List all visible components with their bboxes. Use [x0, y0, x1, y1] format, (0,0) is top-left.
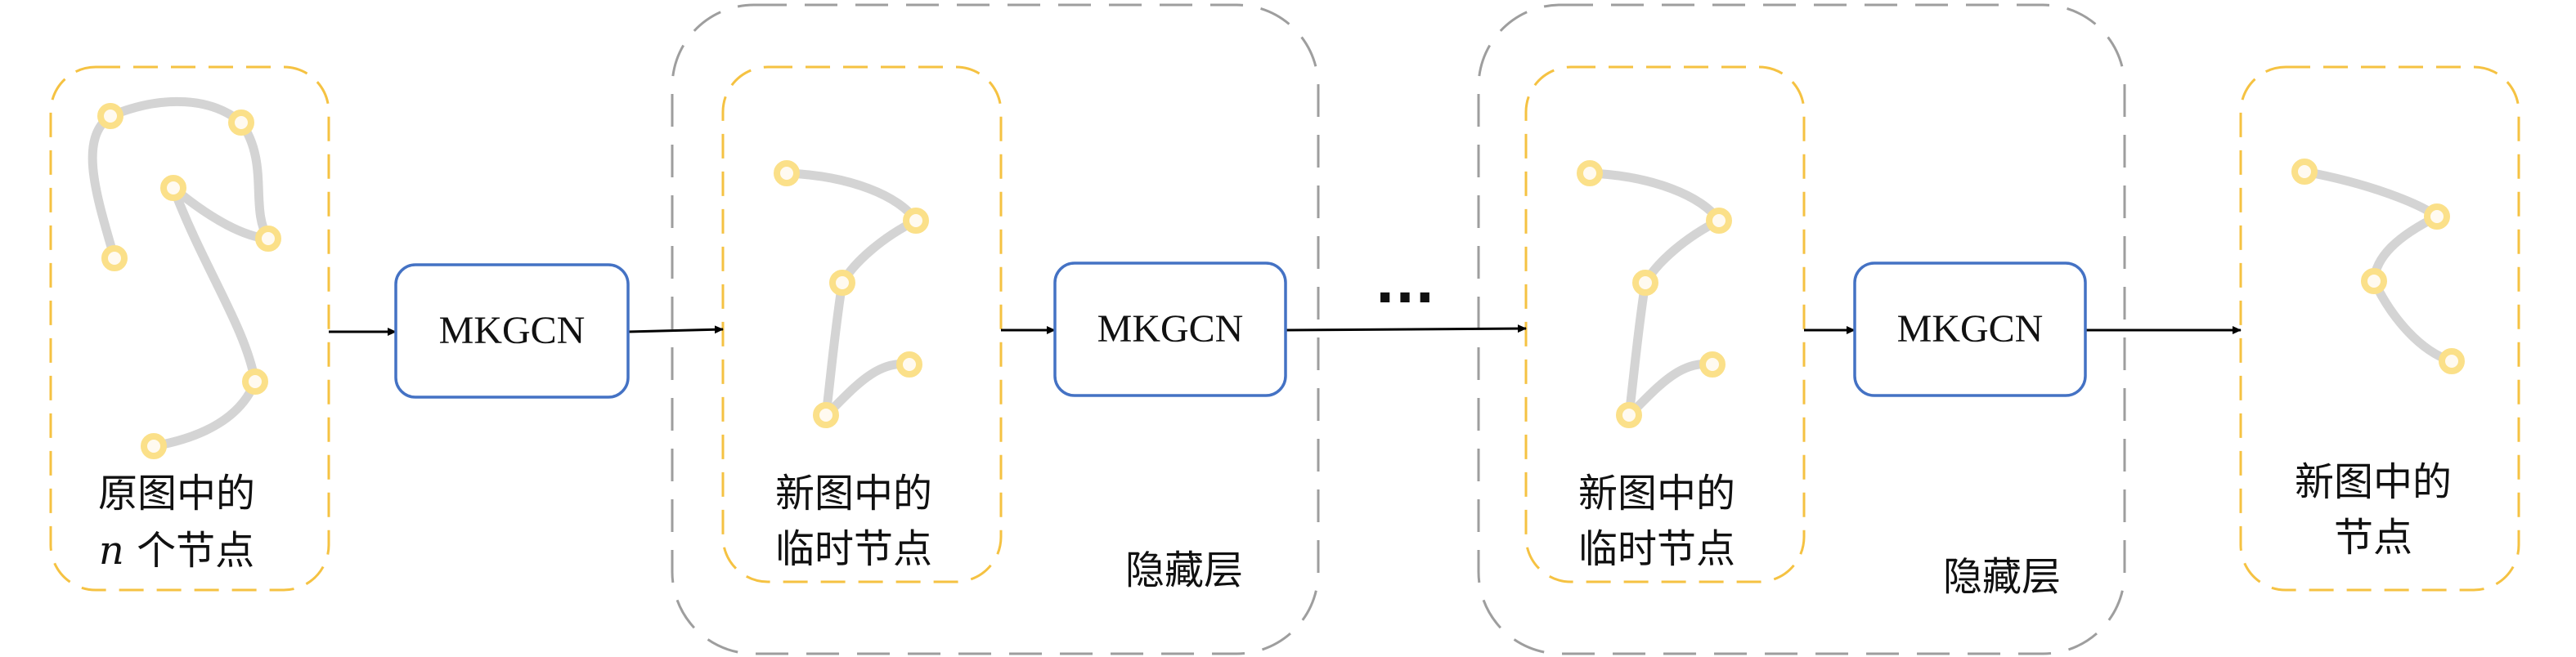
node-group-final — [2239, 65, 2520, 592]
circle-node-icon — [97, 103, 123, 129]
mkgcn-module-2: MKGCN — [1053, 261, 1287, 397]
mkgcn-module-3: MKGCN — [1853, 261, 2087, 397]
ellipsis: ... — [1376, 255, 1435, 315]
temp2-group-label-line1: 新图中的 — [1578, 471, 1735, 516]
graph-edges-temp-2 — [1585, 168, 1724, 420]
circle-node-icon — [774, 160, 800, 186]
circle-node-icon — [2439, 348, 2465, 374]
flow-arrows — [329, 324, 2242, 336]
circle-node-icon — [101, 245, 128, 271]
temp1-group-label-line1: 新图中的 — [775, 471, 932, 516]
hidden-layer-label-1: 隐藏层 — [1125, 548, 1243, 593]
original-group-label-line2: n 个节点 — [99, 528, 254, 574]
mkgcn-label: MKGCN — [1097, 307, 1244, 351]
arrow-right-icon — [627, 325, 724, 334]
circle-node-icon — [160, 175, 186, 201]
circle-node-icon — [903, 208, 929, 234]
circle-node-icon — [1706, 208, 1732, 234]
circle-node-icon — [228, 110, 254, 136]
hidden-layer-label-2: 隐藏层 — [1943, 554, 2061, 600]
temp1-group-label-line2: 临时节点 — [775, 526, 932, 572]
circle-node-icon — [242, 369, 268, 395]
final-group-label-line1: 新图中的 — [2295, 459, 2452, 505]
circle-node-icon — [255, 226, 281, 252]
circle-node-icon — [1616, 402, 1642, 428]
mkgcn-label: MKGCN — [439, 309, 586, 352]
graph-edges-original — [88, 96, 273, 451]
circle-node-icon — [2291, 159, 2318, 185]
variable-n: n — [99, 528, 124, 574]
graph-edges-final — [2300, 167, 2457, 366]
circle-node-icon — [141, 433, 167, 459]
circle-node-icon — [1632, 270, 1658, 296]
nodes-temp-2 — [1577, 160, 1732, 428]
mkgcn-module-1: MKGCN — [394, 263, 630, 399]
node-group-temp-2 — [1524, 65, 1806, 583]
circle-node-icon — [896, 351, 922, 378]
original-group-label-line2-rest: 个节点 — [124, 528, 254, 574]
nodes-final — [2291, 159, 2465, 374]
node-group-temp-1 — [721, 65, 1003, 583]
arrow-right-icon — [1285, 324, 1527, 333]
circle-node-icon — [1577, 160, 1603, 186]
circle-node-icon — [2424, 203, 2450, 230]
mkgcn-label: MKGCN — [1897, 307, 2044, 351]
circle-node-icon — [2361, 268, 2387, 294]
node-group-original — [49, 65, 330, 592]
graph-edges-temp-1 — [782, 168, 921, 420]
circle-node-icon — [829, 270, 855, 296]
nodes-temp-1 — [774, 160, 929, 428]
original-group-label-line1: 原图中的 — [98, 471, 255, 516]
temp2-group-label-line2: 临时节点 — [1578, 526, 1735, 572]
circle-node-icon — [1699, 351, 1726, 378]
final-group-label-line2: 节点 — [2334, 515, 2412, 561]
circle-node-icon — [813, 402, 839, 428]
nodes-original — [97, 103, 281, 459]
